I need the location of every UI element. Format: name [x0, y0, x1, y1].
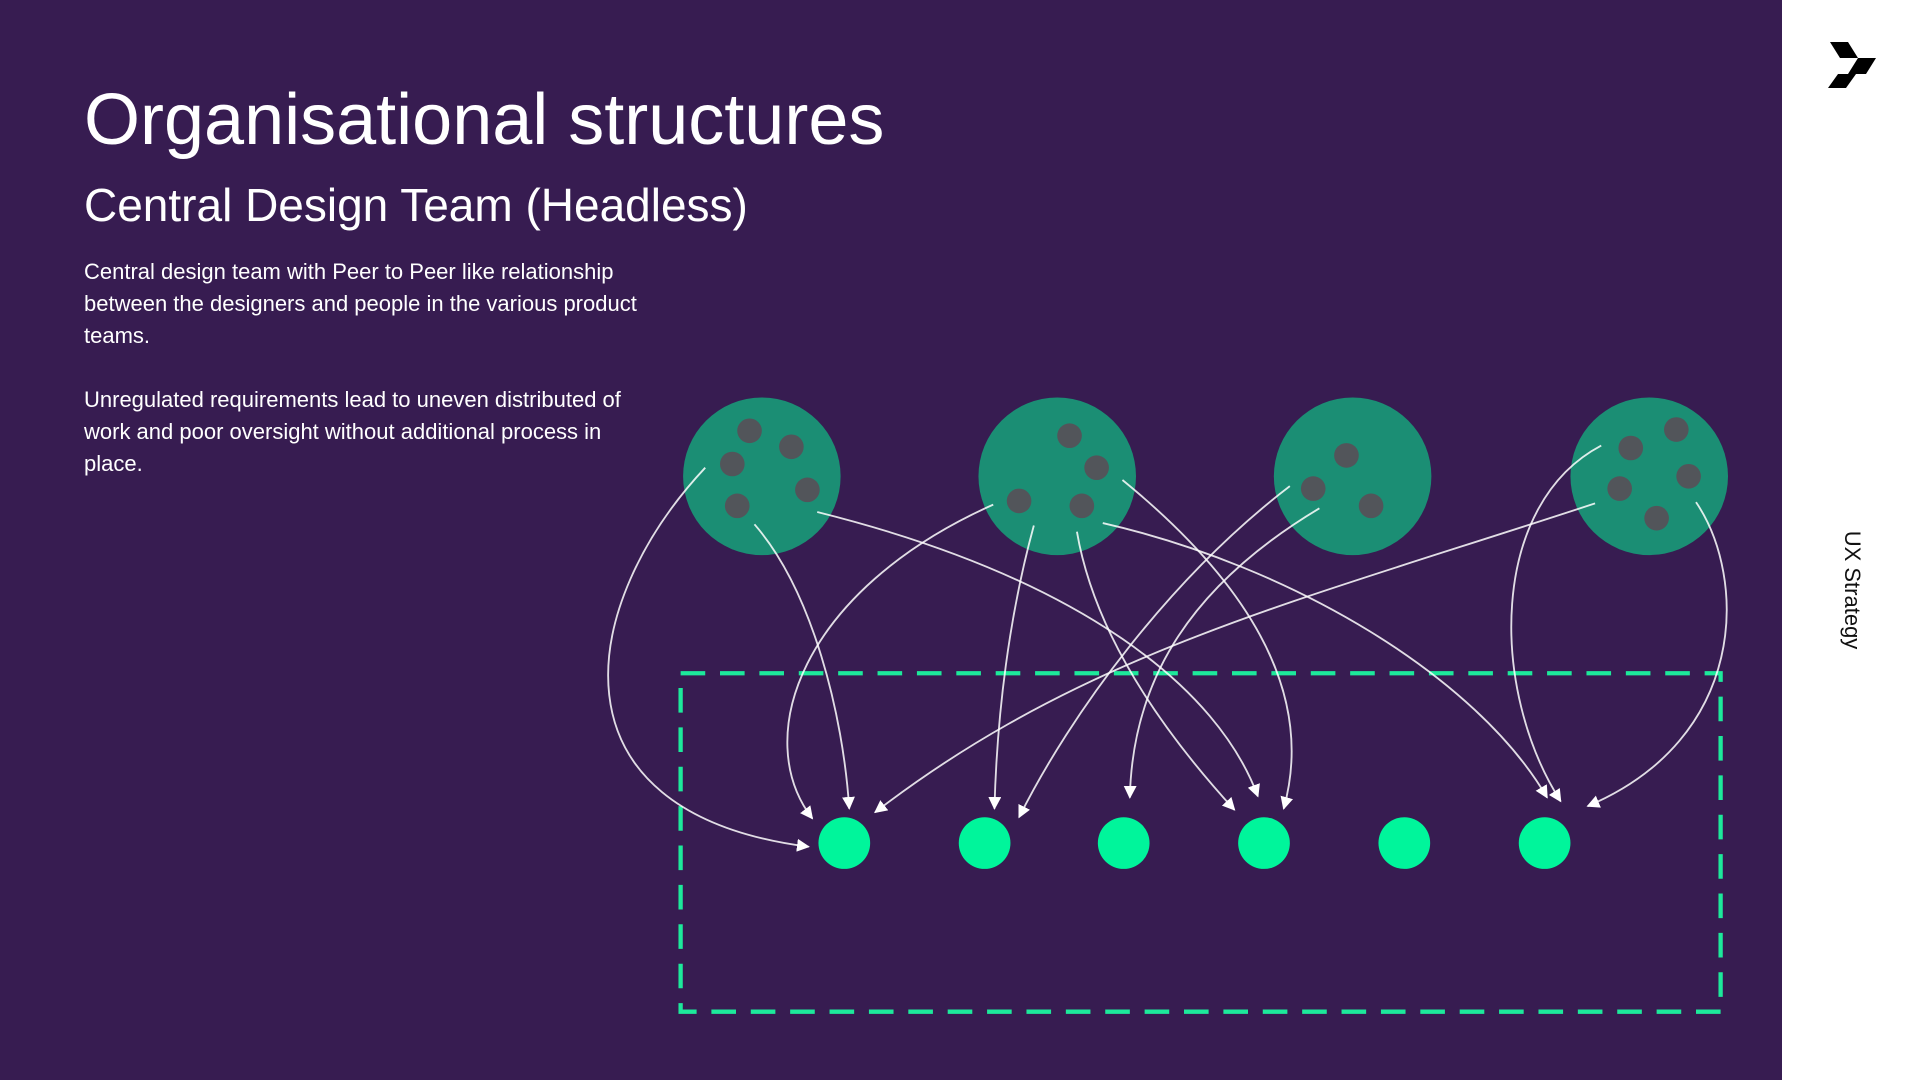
connection-arrow: [607, 467, 810, 852]
brand-logo-icon: [1828, 42, 1876, 88]
team-member: [1069, 493, 1095, 519]
team-member: [1607, 476, 1632, 501]
connection-arrow: [1018, 485, 1291, 819]
team-member: [1664, 417, 1689, 442]
team-circle: [683, 397, 841, 556]
description-paragraph-2: Unregulated requirements lead to uneven …: [84, 387, 621, 476]
designers: [818, 817, 1571, 869]
connection-arrow: [817, 511, 1260, 798]
team-member: [720, 451, 745, 477]
designer-dot: [958, 817, 1011, 869]
side-panel: [1782, 0, 1920, 1080]
connection-arrow: [786, 503, 994, 820]
team-member: [1006, 488, 1032, 514]
product-team-4: [1570, 397, 1728, 556]
team-member: [1676, 464, 1701, 489]
product-team-3: [1273, 397, 1432, 556]
connection-arrow: [753, 523, 855, 810]
team-member: [1618, 435, 1644, 461]
connection-arrows: [607, 444, 1728, 852]
connection-arrow: [1123, 507, 1320, 799]
team-member: [1057, 423, 1082, 448]
team-circle: [1273, 397, 1432, 556]
designer-dot: [818, 817, 871, 869]
team-member: [1358, 493, 1384, 519]
designer-dot: [1097, 817, 1150, 869]
design-team-boundary: [678, 671, 1723, 1014]
team-circle: [978, 397, 1136, 556]
team-member: [795, 477, 820, 503]
connection-arrow: [874, 502, 1596, 814]
slide-background: [0, 0, 1782, 1080]
page-subtitle: Central Design Team (Headless): [84, 179, 748, 231]
connection-arrow: [1510, 444, 1602, 803]
team-member: [724, 493, 750, 519]
connection-arrow: [988, 525, 1035, 810]
connection-arrow: [1102, 522, 1548, 799]
description-paragraph-1: Central design team with Peer to Peer li…: [84, 259, 637, 348]
designer-dot: [1518, 817, 1571, 869]
team-circle: [1570, 397, 1728, 556]
connection-arrow: [1076, 531, 1236, 811]
designer-dot: [1238, 817, 1290, 869]
designer-dot: [1378, 817, 1431, 869]
team-member: [1644, 505, 1669, 531]
team-member: [779, 434, 804, 460]
team-member: [737, 418, 762, 444]
connection-arrow: [1586, 501, 1728, 808]
product-team-2: [978, 397, 1136, 556]
page-title: Organisational structures: [84, 80, 885, 160]
team-member: [1300, 476, 1326, 501]
connection-arrow: [1121, 479, 1294, 810]
team-member: [1084, 455, 1109, 480]
team-member: [1334, 443, 1359, 468]
product-team-1: [683, 397, 841, 556]
